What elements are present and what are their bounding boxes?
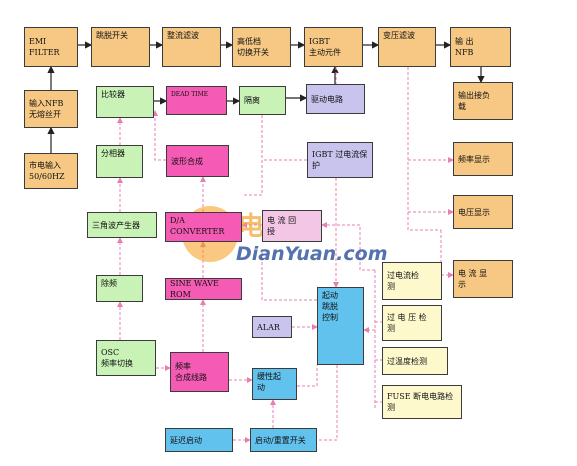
emi-filter-block: EMI FILTER <box>24 27 78 67</box>
soft-start-block: 缓性起 动 <box>252 368 297 400</box>
frequency-display-block: 频率显示 <box>453 142 513 176</box>
range-switch-block: 高低档 切换开关 <box>232 27 291 67</box>
drive-circuit-block: 驱动电路 <box>306 84 365 114</box>
igbt-overcurrent-protection-block: IGBT 过电流保 护 <box>307 142 373 178</box>
dead-time-block: DEAD TIME <box>166 86 227 115</box>
comparator-block: 比较器 <box>96 86 154 118</box>
mains-input-block: 市电输入 50/60HZ <box>24 153 78 189</box>
frequency-divider-block: 除频 <box>96 275 143 302</box>
start-reset-switch-block: 启动/重置开关 <box>250 428 317 452</box>
output-nfb-block: 输 出 NFB <box>450 27 511 67</box>
frequency-synthesis-block: 频率 合成线路 <box>170 352 229 392</box>
overtemperature-detect-block: 过温度检测 <box>382 347 448 375</box>
rectifier-filter-block: 整流滤波 <box>162 27 221 67</box>
dash-soft-trip <box>297 365 318 387</box>
dash-prot-wave <box>243 159 307 196</box>
sine-wave-rom-block: SINE WAVE ROM <box>165 278 242 300</box>
watermark-url: DianYuan.com <box>236 243 388 265</box>
fuse-detect-block: FUSE 断电电路检 测 <box>382 385 462 419</box>
osc-frequency-switch-block: OSC 频率切换 <box>96 340 156 376</box>
transformer-filter-block: 变压滤波 <box>378 27 436 67</box>
waveform-synthesis-block: 波形合成 <box>166 145 229 177</box>
trip-switch-block: 跳脱开关 <box>91 27 150 67</box>
dash-wave-comp <box>152 110 166 161</box>
delay-start-block: 延迟启动 <box>165 428 233 452</box>
overcurrent-detect-block: 过电流检 测 <box>382 262 442 300</box>
dash-xfmr-bus <box>407 67 441 231</box>
start-trip-control-block: 起动 跳脱 控制 <box>317 287 364 365</box>
overvoltage-detect-block: 过 电 压 检 测 <box>382 305 442 341</box>
da-converter-block: D/A CONVERTER <box>165 212 242 242</box>
input-nfb-block: 输入NFB 无熔丝开 <box>24 90 78 128</box>
current-feedback-block: 电 流 回 授 <box>262 210 322 242</box>
output-load-block: 输出接负 载 <box>453 82 513 120</box>
phase-splitter-block: 分相器 <box>96 145 143 178</box>
current-display-block: 电 流 显 示 <box>453 260 513 298</box>
alarm-block: ALAR <box>252 316 292 338</box>
triangle-generator-block: 三角波产生器 <box>87 212 157 238</box>
igbt-block: IGBT 主动元件 <box>304 27 363 67</box>
dash-trip-soft <box>317 365 338 441</box>
voltage-display-block: 电压显示 <box>453 195 513 229</box>
dash-oc-loop <box>321 222 375 271</box>
isolation-block: 隔离 <box>239 86 286 115</box>
dash-trip-wave <box>261 250 317 301</box>
